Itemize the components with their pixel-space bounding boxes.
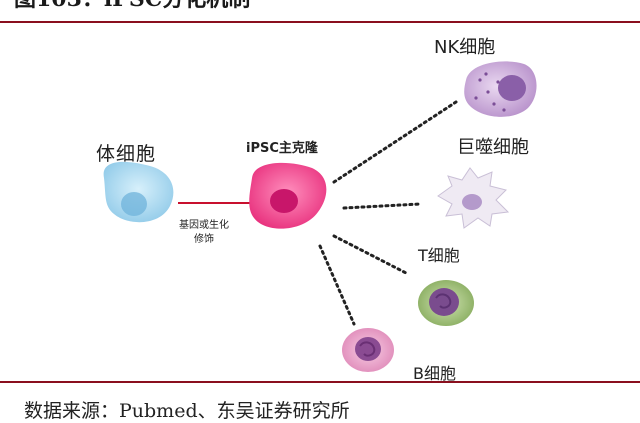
ipsc-label: iPSC主克隆 (246, 141, 318, 156)
source-note: 数据来源：Pubmed、东吴证券研究所 (24, 400, 350, 422)
arrow-to-macrophage (342, 202, 422, 210)
nk-cell-label: NK细胞 (434, 37, 496, 58)
arrow-to-b-cell (318, 244, 356, 326)
differentiation-diagram (103, 61, 537, 372)
b-cell (342, 328, 394, 372)
bottom-rule (0, 381, 640, 383)
b-cell-label: B细胞 (413, 364, 456, 383)
reprogramming-label: 基因或生化修饰 (179, 220, 229, 245)
nk-cell (464, 61, 537, 117)
t-cell-label: T细胞 (418, 246, 460, 265)
somatic-cell-label: 体细胞 (96, 143, 157, 165)
arrow-to-t-cell (332, 234, 410, 276)
macrophage-label: 巨噬细胞 (457, 137, 529, 158)
top-rule (0, 21, 640, 23)
somatic-cell (103, 161, 174, 223)
arrow-to-nk (332, 100, 458, 184)
t-cell (418, 280, 474, 326)
figure-title: 图103：iPSC分化机制 (0, 0, 640, 12)
differentiation-arrows (318, 100, 458, 326)
ipsc-cell (249, 162, 327, 229)
macrophage-cell (437, 167, 510, 229)
